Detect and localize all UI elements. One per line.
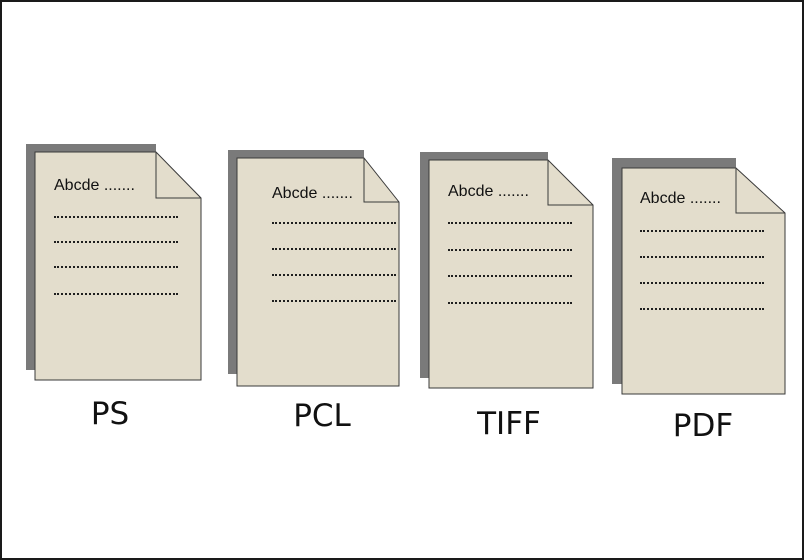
document-ps: Abcde .......	[26, 144, 202, 390]
document-text-line	[640, 230, 764, 232]
document-text-line	[448, 222, 572, 224]
document-text-line	[448, 275, 572, 277]
document-text-line	[272, 300, 396, 302]
format-label-pdf: PDF	[672, 408, 734, 444]
document-heading-text: Abcde .......	[54, 177, 135, 194]
format-label-pcl: PCL	[293, 398, 351, 434]
document-pdf: Abcde .......	[612, 158, 788, 396]
document-tiff: Abcde .......	[420, 152, 596, 390]
document-text-line	[640, 282, 764, 284]
document-text-line	[54, 241, 178, 243]
document-text-line	[640, 308, 764, 310]
document-text-line	[54, 216, 178, 218]
document-text-line	[272, 248, 396, 250]
document-pcl: Abcde .......	[228, 150, 404, 388]
document-text-line	[272, 222, 396, 224]
document-heading-text: Abcde .......	[448, 183, 529, 200]
format-label-tiff: TIFF	[477, 406, 541, 442]
document-page-icon	[428, 159, 594, 389]
document-text-line	[640, 256, 764, 258]
document-text-line	[54, 293, 178, 295]
document-page-icon	[621, 167, 786, 395]
document-text-line	[272, 274, 396, 276]
document-page-icon	[236, 157, 400, 387]
document-heading-text: Abcde .......	[640, 190, 721, 207]
document-text-line	[448, 302, 572, 304]
document-text-line	[448, 249, 572, 251]
document-heading-text: Abcde .......	[272, 185, 353, 202]
document-text-line	[54, 266, 178, 268]
format-label-ps: PS	[90, 396, 130, 432]
